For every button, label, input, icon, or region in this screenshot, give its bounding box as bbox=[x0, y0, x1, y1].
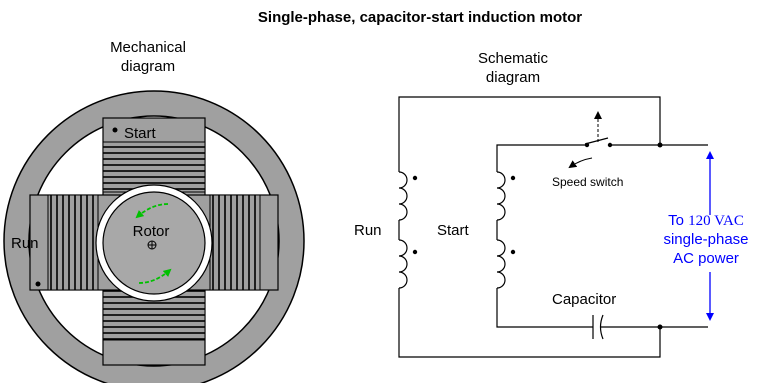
schematic-run-label: Run bbox=[354, 222, 382, 239]
wire-run-bottom bbox=[398, 288, 661, 358]
shaft-icon bbox=[147, 240, 157, 250]
start-polarity-dot bbox=[112, 127, 118, 133]
power-label-voltage: 120 VAC bbox=[688, 213, 744, 229]
schematic-diagram: Schematic diagram Run Start bbox=[354, 50, 749, 358]
rotation-arrow-top-icon bbox=[135, 203, 169, 219]
mechanical-diagram: Mechanical diagram Start Run R bbox=[3, 39, 305, 383]
power-label-line1: To 120 VAC bbox=[668, 212, 744, 229]
power-label-line2: single-phase bbox=[663, 231, 748, 248]
junction-top bbox=[657, 142, 663, 148]
mechanical-heading-line2: diagram bbox=[121, 58, 175, 75]
rotation-arrow-bottom-icon bbox=[138, 268, 172, 284]
run-winding-left bbox=[47, 194, 99, 291]
capacitor-icon bbox=[592, 314, 604, 340]
start-winding-bottom bbox=[102, 289, 206, 341]
power-label-line3: AC power bbox=[673, 250, 739, 267]
run-winding-right bbox=[209, 194, 261, 291]
power-label-prefix: To bbox=[668, 212, 688, 229]
speed-switch-label: Speed switch bbox=[552, 175, 623, 189]
capacitor-label: Capacitor bbox=[552, 291, 616, 308]
wire-start-top bbox=[496, 144, 585, 172]
schematic-start-label: Start bbox=[437, 222, 470, 239]
mechanical-heading-line1: Mechanical bbox=[110, 39, 186, 56]
schematic-heading-line1: Schematic bbox=[478, 50, 549, 67]
wire-run-top bbox=[398, 96, 661, 172]
start-winding-top bbox=[102, 141, 206, 193]
diagram-title: Single-phase, capacitor-start induction … bbox=[258, 9, 582, 26]
run-polarity-dot bbox=[35, 281, 41, 287]
mechanical-start-label: Start bbox=[124, 125, 157, 142]
rotor bbox=[102, 191, 206, 295]
schematic-heading-line2: diagram bbox=[486, 69, 540, 86]
wire-start-bottom bbox=[496, 288, 593, 328]
rotor-label: Rotor bbox=[133, 223, 170, 240]
mechanical-run-label: Run bbox=[11, 235, 39, 252]
start-coil-icon bbox=[496, 171, 516, 289]
run-coil-icon bbox=[398, 171, 418, 289]
junction-bottom bbox=[657, 324, 663, 330]
speed-switch-icon bbox=[568, 111, 613, 169]
